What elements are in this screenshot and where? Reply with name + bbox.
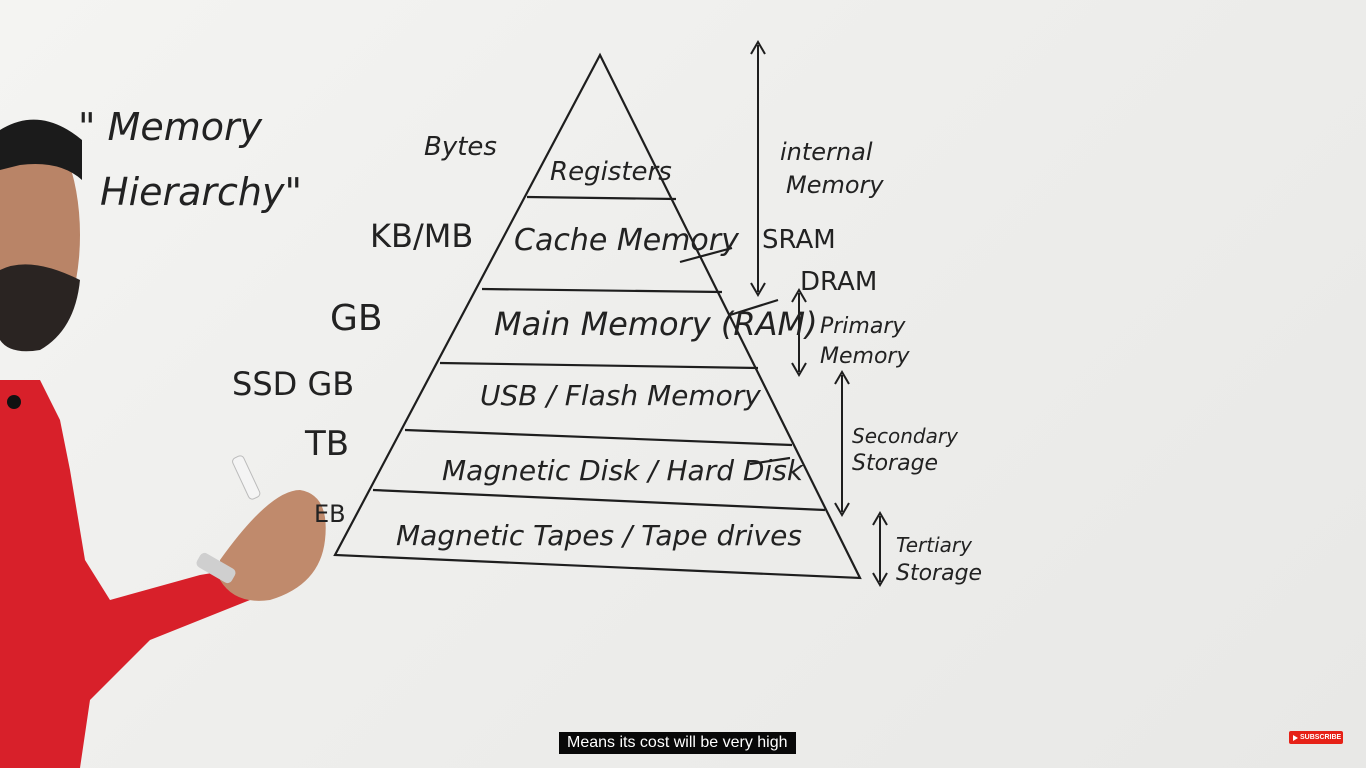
level-registers: Registers [550, 157, 672, 187]
subscribe-button[interactable]: SUBSCRIBE [1289, 731, 1343, 744]
label-eb: EB [314, 500, 346, 528]
level-cache: Cache Memory [514, 223, 740, 258]
label-gb: GB [330, 298, 383, 339]
level-usb-flash: USB / Flash Memory [480, 379, 761, 412]
title-line1: " Memory [78, 105, 263, 149]
presenter [0, 119, 326, 768]
label-sram: SRAM [762, 225, 836, 255]
label-internal: internal [780, 138, 873, 166]
label-secondary: Secondary [852, 424, 959, 448]
label-tertiary-storage: Storage [896, 561, 982, 586]
label-tb: TB [304, 424, 349, 464]
subscribe-label: SUBSCRIBE [1300, 734, 1342, 741]
memory-pyramid [333, 52, 862, 580]
level-main-memory: Main Memory (RAM) [494, 305, 818, 343]
video-caption: Means its cost will be very high [559, 732, 796, 754]
label-secondary-storage: Storage [852, 451, 938, 476]
title-line2: Hierarchy" [100, 170, 302, 214]
label-internal-memory: Memory [786, 171, 884, 199]
label-tertiary: Tertiary [896, 533, 973, 557]
label-dram: DRAM [800, 267, 877, 297]
level-magnetic-tape: Magnetic Tapes / Tape drives [396, 519, 802, 552]
label-primary: Primary [820, 314, 906, 339]
play-icon [1293, 734, 1298, 741]
label-ssd-gb: SSD GB [232, 365, 354, 403]
label-kbmb: KB/MB [370, 217, 473, 255]
range-arrows [750, 40, 888, 587]
level-magnetic-disk: Magnetic Disk / Hard Disk [442, 454, 805, 487]
label-primary-memory: Memory [820, 344, 910, 369]
label-bytes: Bytes [424, 132, 497, 162]
